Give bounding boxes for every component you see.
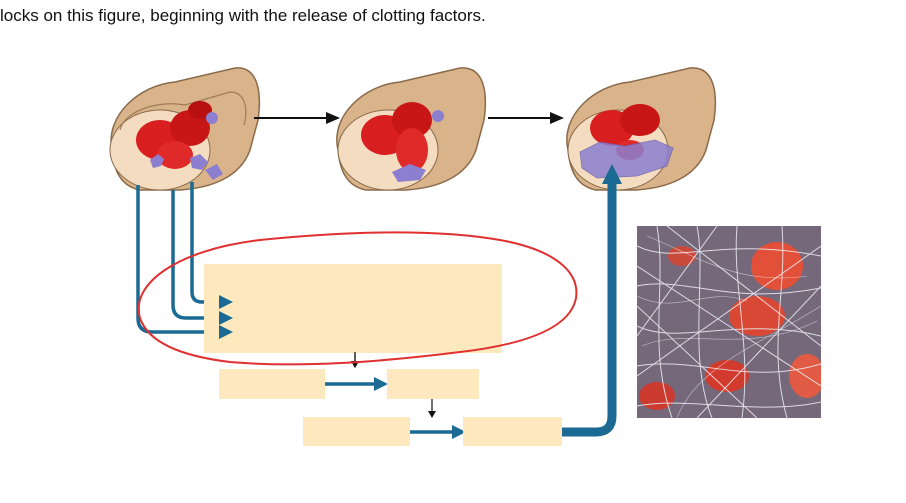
red-blood-cells-2 [361, 102, 432, 172]
fibrin-micrograph [637, 226, 821, 418]
vessel-panel-3 [566, 67, 717, 191]
blank-box-step-2a [219, 369, 325, 399]
platelets-1 [150, 112, 223, 180]
micrograph-red-cells [639, 242, 821, 410]
fibrin-arrow [562, 164, 622, 437]
annotation-circle [137, 231, 578, 366]
process-arrows [254, 112, 564, 124]
instruction-caption: locks on this figure, beginning with the… [0, 6, 486, 25]
fibrin-mesh-3 [579, 139, 674, 179]
micrograph-fibrin-strands [637, 226, 821, 418]
release-arrows [136, 182, 222, 334]
overlay-down-arrow [351, 352, 359, 368]
blank-box-step-3b [463, 417, 562, 446]
vessel-panel-2 [336, 67, 487, 191]
box-arrows [324, 377, 466, 439]
platelets-2 [392, 110, 444, 182]
overlay-arrows [219, 295, 233, 339]
blank-box-step-2b [387, 369, 479, 399]
blank-box-clotting-factors [204, 264, 502, 353]
red-blood-cells-1 [136, 101, 212, 169]
blank-box-step-3a [303, 417, 410, 446]
fibrin-micrograph-image [637, 226, 821, 418]
vessel-panel-1 [109, 67, 261, 191]
